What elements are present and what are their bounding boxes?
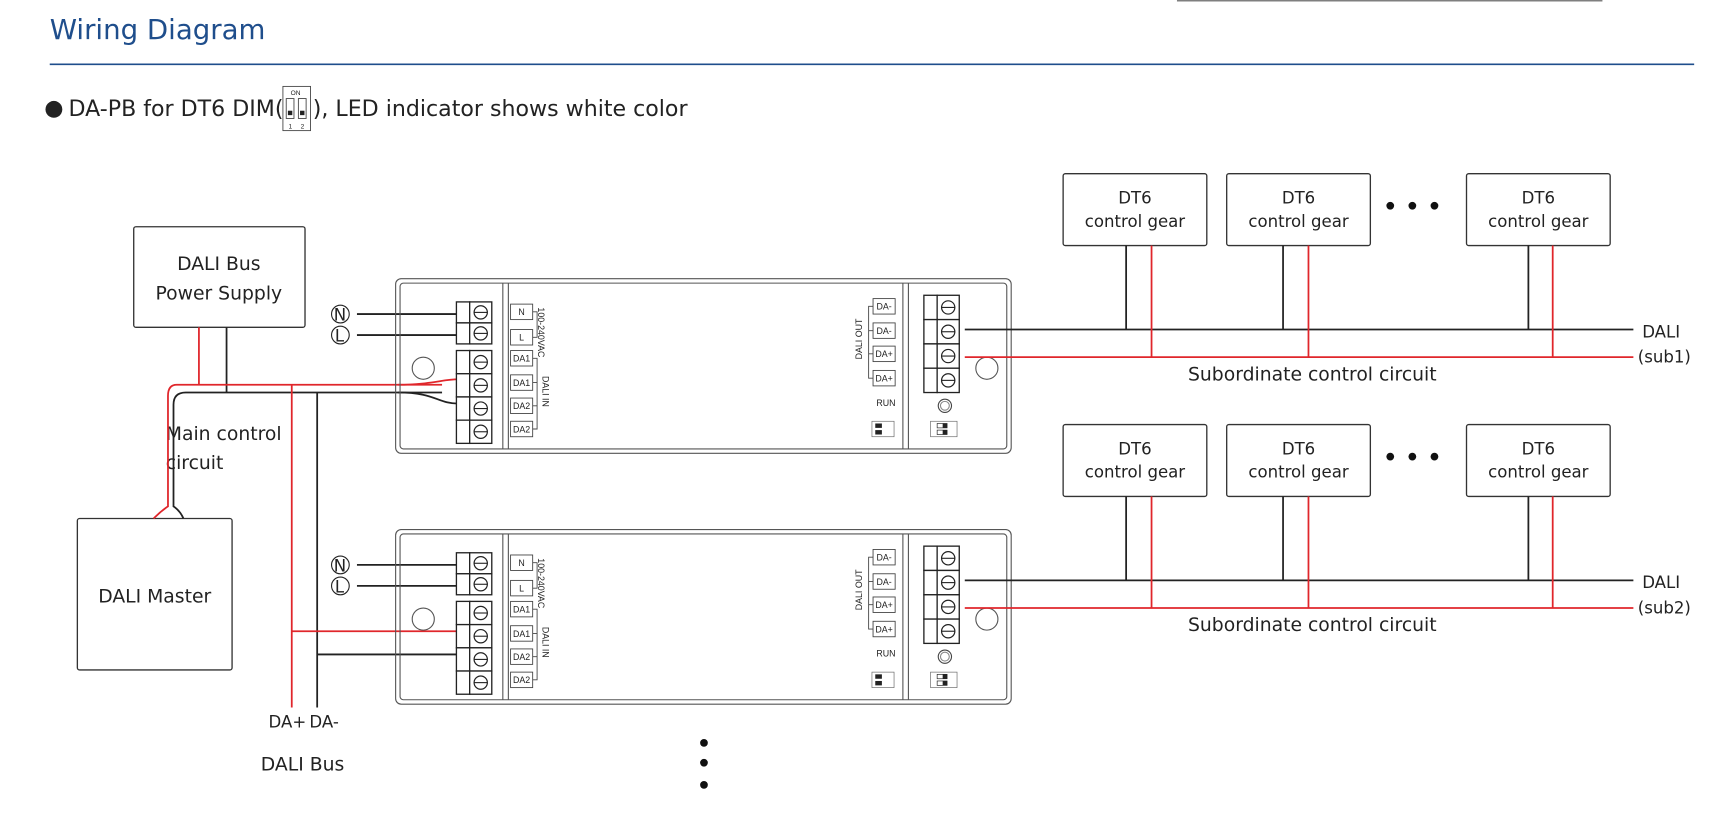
subordinate-circuit-label: Subordinate control circuit — [1188, 615, 1437, 636]
output-label: DA- — [876, 577, 891, 587]
input-label: N — [518, 558, 524, 568]
dip-switch-icon: ON 1 2 — [282, 85, 311, 132]
input-label: N — [518, 307, 524, 317]
dali-bus-power-supply: DALI Bus Power Supply — [133, 226, 306, 328]
dali-in-label: DALI IN — [541, 627, 551, 658]
svg-text:control gear: control gear — [1248, 463, 1349, 482]
svg-text:DT6: DT6 — [1118, 189, 1151, 208]
run-label: RUN — [876, 398, 895, 408]
dt6-control-gear: DT6 control gear — [1226, 423, 1372, 609]
dip-switch-icon — [871, 671, 958, 688]
subtitle-text-end: ), LED indicator shows white color — [313, 96, 689, 122]
input-label: DA1 — [513, 378, 530, 388]
svg-text:control gear: control gear — [1085, 212, 1186, 231]
dali-out-label: DALI OUT — [854, 569, 864, 610]
svg-text:ON: ON — [291, 90, 301, 97]
neutral-symbol: N — [334, 306, 346, 325]
svg-text:DT6: DT6 — [1118, 439, 1151, 458]
main-circuit-label-1: Main control — [166, 424, 282, 445]
more-gear-ellipsis — [1386, 452, 1439, 461]
output-terminal-block — [923, 545, 960, 645]
dt6-control-gear: DT6 control gear — [1062, 173, 1208, 358]
output-label: DA+ — [875, 349, 892, 359]
svg-text:1: 1 — [288, 123, 292, 130]
main-circuit-label-2: circuit — [166, 453, 224, 474]
svg-text:DALI Master: DALI Master — [98, 587, 211, 608]
input-label: DA2 — [513, 401, 530, 411]
svg-text:DT6: DT6 — [1522, 189, 1555, 208]
dt6-control-gear: DT6 control gear — [1465, 173, 1611, 358]
input-label: L — [519, 333, 524, 343]
svg-text:DT6: DT6 — [1282, 189, 1315, 208]
output-label: DA- — [876, 302, 891, 312]
ac-input-label: 100-240VAC — [536, 307, 546, 358]
output-label: DA- — [876, 553, 891, 563]
dt6-control-gear: DT6 control gear — [1226, 173, 1372, 358]
svg-text:DT6: DT6 — [1282, 439, 1315, 458]
subtitle: ● DA-PB for DT6 DIM( ON 1 2 ), LED indic… — [44, 85, 689, 132]
dali-in-label: DALI IN — [541, 376, 551, 407]
sub-line-label: (sub1) — [1638, 348, 1691, 367]
output-label: DA+ — [875, 624, 892, 634]
bus-da-plus: DA+ — [269, 712, 307, 731]
sub-line-label: (sub2) — [1638, 599, 1691, 618]
input-label: DA2 — [513, 652, 530, 662]
svg-text:control gear: control gear — [1085, 463, 1186, 482]
svg-text:control gear: control gear — [1488, 212, 1589, 231]
bus-da-minus: DA- — [309, 712, 338, 731]
input-label: DA1 — [513, 354, 530, 364]
input-label: DA2 — [513, 675, 530, 685]
input-label: DA1 — [513, 604, 530, 614]
neutral-symbol: N — [334, 557, 346, 576]
live-symbol: L — [335, 327, 345, 346]
live-symbol: L — [335, 578, 345, 597]
control-gear-row: DT6 control gear DT6 control gear DT6 control… — [1062, 173, 1611, 358]
input-terminal-block — [455, 301, 493, 445]
more-gear-ellipsis — [1386, 201, 1439, 210]
more-devices-ellipsis — [700, 738, 708, 789]
svg-text:control gear: control gear — [1488, 463, 1589, 482]
input-label: L — [519, 583, 524, 593]
svg-text:2: 2 — [301, 123, 305, 130]
dali-line-label: DALI — [1642, 322, 1680, 341]
dali-master: DALI Master — [76, 517, 233, 671]
dt6-control-gear: DT6 control gear — [1062, 423, 1208, 609]
bullet: ● — [44, 95, 63, 121]
main-bus-wires — [152, 327, 459, 708]
run-label: RUN — [876, 649, 895, 659]
output-label: DA- — [876, 326, 891, 336]
subordinate-circuit-label: Subordinate control circuit — [1188, 364, 1437, 385]
svg-text:control gear: control gear — [1248, 212, 1349, 231]
dali-line-label: DALI — [1642, 573, 1680, 592]
subtitle-text-start: DA-PB for DT6 DIM( — [69, 96, 284, 122]
output-label: DA+ — [875, 600, 892, 610]
svg-text:Power Supply: Power Supply — [155, 284, 282, 305]
ac-input-label: 100-240VAC — [536, 558, 546, 609]
dip-switch-icon — [871, 420, 958, 438]
control-gear-row: DT6 control gear DT6 control gear DT6 control… — [1062, 423, 1611, 609]
svg-text:DALI Bus: DALI Bus — [177, 254, 260, 275]
dali-out-label: DALI OUT — [854, 318, 864, 359]
output-label: DA+ — [875, 373, 892, 383]
bus-label: DALI Bus — [261, 754, 344, 775]
output-terminal-block — [923, 294, 960, 394]
svg-text:DT6: DT6 — [1522, 439, 1555, 458]
input-terminal-block — [455, 552, 493, 695]
dt6-control-gear: DT6 control gear — [1465, 423, 1611, 609]
input-label: DA1 — [513, 629, 530, 639]
input-label: DA2 — [513, 424, 530, 434]
page-title: Wiring Diagram — [50, 13, 266, 46]
